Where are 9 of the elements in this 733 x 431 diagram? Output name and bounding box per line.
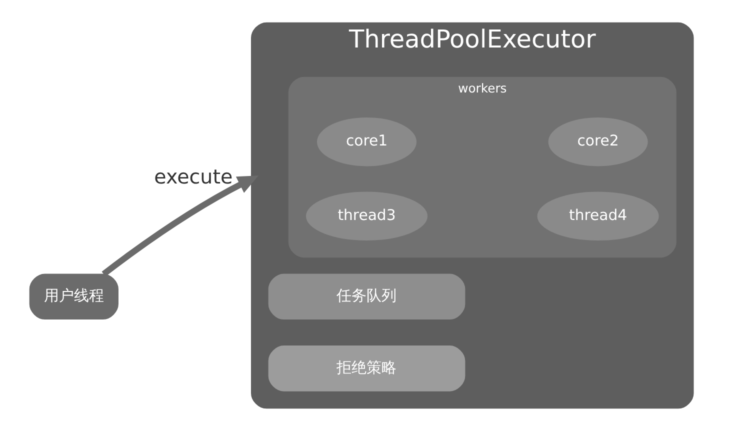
- node-box: 拒绝策略: [268, 346, 466, 392]
- edge-label: execute: [154, 166, 233, 189]
- node-ellipse: core2: [548, 117, 648, 166]
- node-ellipse: core1: [316, 117, 417, 166]
- node-box: 用户线程: [29, 274, 118, 320]
- node-ellipse: thread4: [537, 192, 659, 240]
- node-ellipse: thread3: [306, 192, 428, 240]
- node-box: 任务队列: [268, 274, 466, 320]
- arrow: [102, 176, 259, 276]
